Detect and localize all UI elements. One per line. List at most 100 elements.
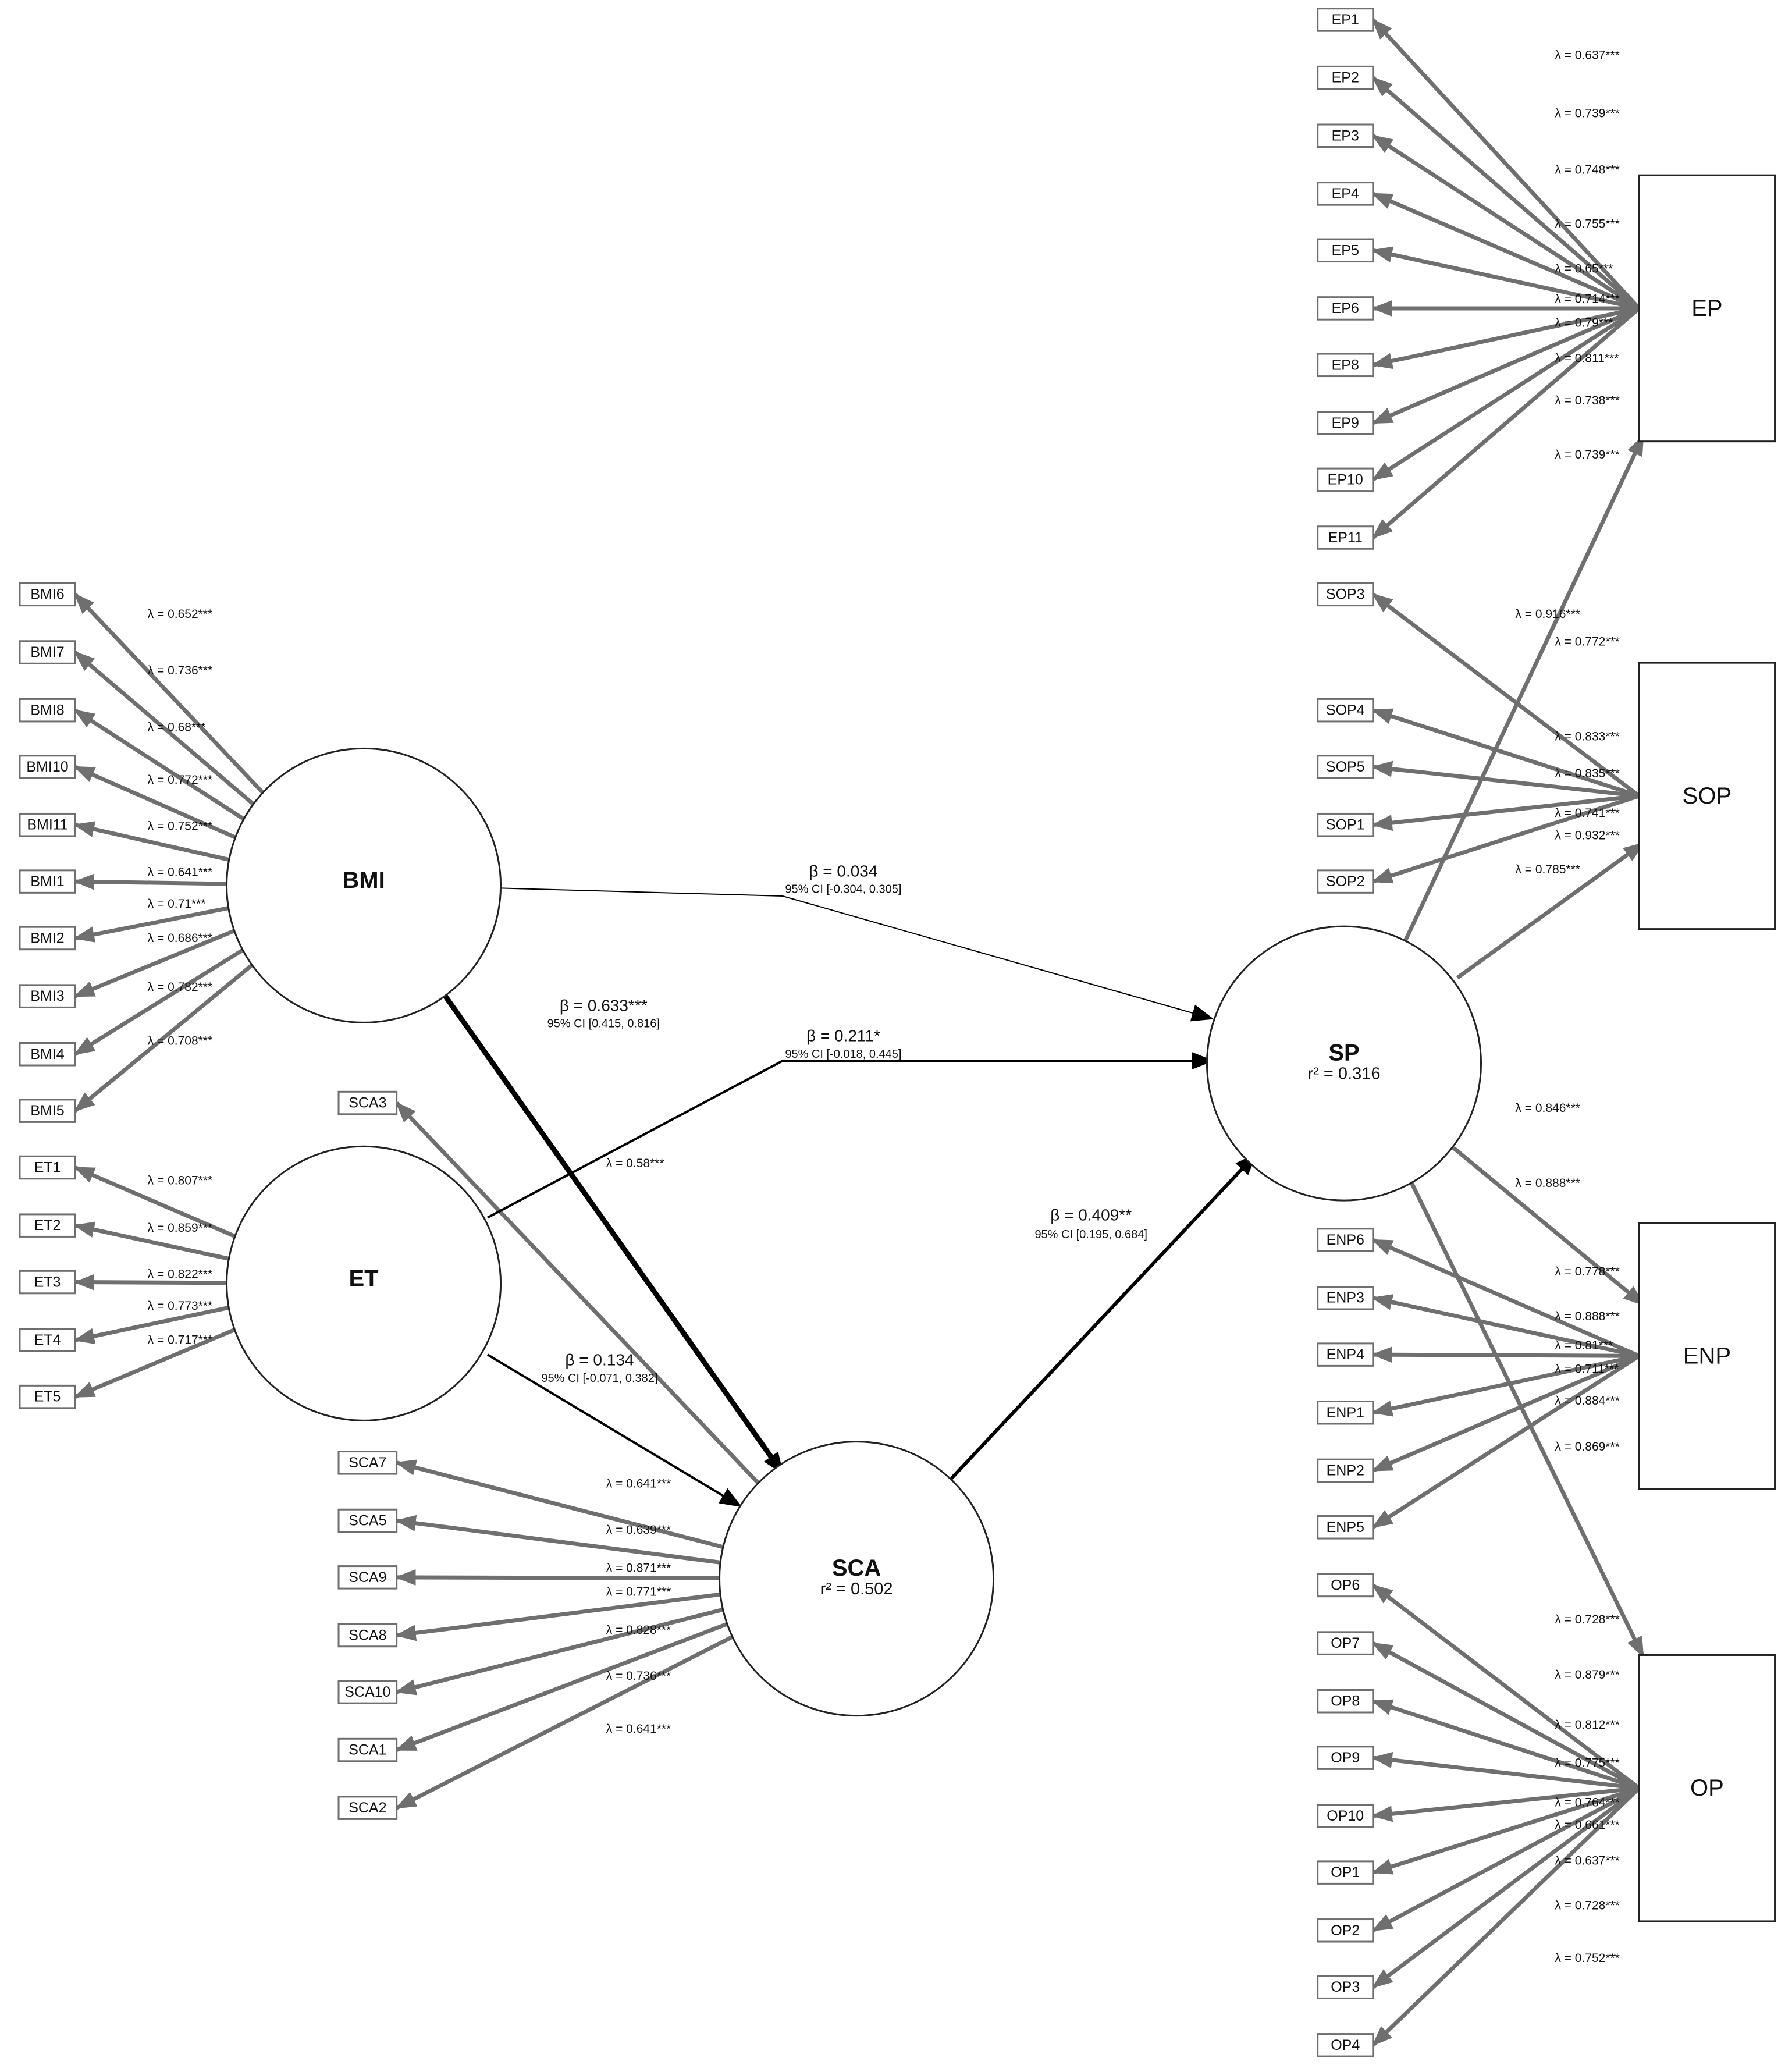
indicator-sca3: SCA3 (337, 1090, 398, 1115)
loading-label: λ = 0.773*** (148, 1299, 213, 1313)
loading-arrow-op4 (1371, 1786, 1641, 2047)
loading-arrow-sop3 (1371, 592, 1641, 798)
path-ci-label: 95% CI [0.415, 0.816] (547, 1018, 660, 1030)
indicator-box (1317, 1285, 1374, 1310)
loading-arrow-bmi8 (73, 708, 245, 821)
loading-arrow-bmi10 (73, 765, 236, 840)
second-order-loading-label: λ = 0.846*** (1515, 1101, 1580, 1115)
loading-label: λ = 0.708*** (148, 1035, 213, 1048)
loading-label: λ = 0.739*** (1555, 448, 1620, 461)
loading-label: λ = 0.68*** (148, 721, 206, 734)
indicator-label: EP2 (1332, 70, 1359, 86)
indicator-label: SCA3 (349, 1095, 386, 1111)
indicator-box (19, 984, 76, 1008)
indicator-op8: OP8 (1317, 1689, 1374, 1714)
loading-arrow-sop5 (1371, 760, 1640, 798)
indicator-box (1317, 411, 1374, 435)
indicator-sca7: SCA7 (337, 1451, 398, 1475)
indicator-enp5: ENP5 (1317, 1515, 1374, 1540)
indicator-ep4: EP4 (1317, 182, 1374, 206)
indicator-ep9: EP9 (1317, 411, 1374, 435)
structural-path-et-sp (487, 1052, 1214, 1219)
indicator-box (1317, 182, 1374, 206)
indicator-enp6: ENP6 (1317, 1228, 1374, 1252)
indicator-sop1: SOP1 (1317, 812, 1374, 837)
loading-label: λ = 0.79*** (1555, 316, 1613, 329)
construct-label: ENP (1683, 1343, 1731, 1369)
indicator-label: ENP3 (1327, 1290, 1364, 1306)
indicator-label: ENP2 (1327, 1462, 1364, 1479)
loading-label: λ = 0.71*** (148, 897, 206, 911)
indicator-label: EP4 (1332, 186, 1359, 202)
indicator-label: SCA2 (349, 1800, 386, 1816)
loading-label: λ = 0.764*** (1555, 1796, 1620, 1810)
loading-label: λ = 0.879*** (1555, 1668, 1620, 1682)
indicator-ep6: EP6 (1317, 296, 1374, 321)
indicator-box (1317, 65, 1374, 90)
loading-label: λ = 0.714*** (1555, 293, 1620, 306)
structural-path-bmi-sp (500, 887, 1214, 1022)
indicator-ep8: EP8 (1317, 353, 1374, 378)
loading-label: λ = 0.771*** (606, 1585, 671, 1598)
second-order-arrow-op (1408, 1178, 1645, 1658)
indicator-label: OP1 (1331, 1864, 1360, 1881)
indicator-box (19, 640, 76, 664)
indicator-box (1317, 1228, 1374, 1252)
indicator-ep2: EP2 (1317, 65, 1374, 90)
indicator-box (19, 869, 76, 894)
indicator-op3: OP3 (1317, 1975, 1374, 1999)
second-order-arrow-sop (1456, 841, 1645, 980)
indicator-box (1317, 8, 1374, 32)
path-coefficient-label: β = 0.409** (1050, 1206, 1132, 1224)
indicator-ep5: EP5 (1317, 238, 1374, 263)
indicator-label: OP9 (1331, 1750, 1360, 1766)
path-coefficient-label: β = 0.134 (565, 1351, 634, 1369)
indicator-box (19, 1155, 76, 1180)
indicator-label: SOP3 (1326, 586, 1365, 602)
second-order-arrow-ep (1403, 434, 1645, 943)
indicator-label: SCA9 (349, 1569, 386, 1586)
loading-arrow-sop1 (1371, 794, 1640, 831)
indicator-enp3: ENP3 (1317, 1285, 1374, 1310)
loading-label: λ = 0.859*** (148, 1221, 213, 1235)
loading-arrow-sca7 (394, 1459, 724, 1549)
indicator-op1: OP1 (1317, 1860, 1374, 1885)
indicator-et3: ET3 (19, 1270, 76, 1295)
indicator-enp1: ENP1 (1317, 1401, 1374, 1425)
construct-et: ET (226, 1145, 502, 1421)
indicator-label: BMI4 (30, 1046, 64, 1062)
indicator-sca9: SCA9 (337, 1565, 398, 1590)
indicator-label: EP6 (1332, 300, 1359, 317)
construct-label: OP (1690, 1775, 1724, 1801)
indicator-box (1317, 2033, 1374, 2057)
indicator-enp2: ENP2 (1317, 1458, 1374, 1483)
loading-arrow-et3 (73, 1274, 227, 1291)
indicator-box (1317, 1631, 1374, 1655)
loading-arrow-ep3 (1371, 134, 1641, 310)
indicator-box (19, 755, 76, 779)
loading-label: λ = 0.736*** (148, 664, 213, 677)
path-ci-label: 95% CI [-0.304, 0.305] (785, 883, 901, 896)
path-coefficient-label: β = 0.633*** (560, 996, 648, 1014)
indicator-box (19, 926, 76, 951)
indicator-box (19, 1042, 76, 1067)
loading-label: λ = 0.661*** (1555, 1818, 1620, 1832)
loading-label: λ = 0.741*** (1555, 806, 1620, 820)
indicator-label: EP8 (1332, 357, 1359, 373)
indicator-sca5: SCA5 (337, 1508, 398, 1533)
loading-arrow-bmi7 (73, 651, 255, 806)
second-order-loading-label: λ = 0.916*** (1515, 607, 1580, 621)
indicator-label: ET1 (34, 1160, 61, 1176)
construct-label: SP (1328, 1040, 1359, 1066)
path-coefficient-label: β = 0.034 (809, 862, 877, 880)
indicator-enp4: ENP4 (1317, 1342, 1374, 1367)
indicator-op9: OP9 (1317, 1746, 1374, 1770)
structural-path-bmi-sca (443, 994, 785, 1475)
loading-arrow-enp6 (1371, 1238, 1640, 1358)
loading-arrow-sca8 (394, 1592, 721, 1641)
indicator-sop2: SOP2 (1317, 869, 1374, 894)
indicator-box (337, 1090, 398, 1115)
indicator-bmi5: BMI5 (19, 1099, 76, 1123)
